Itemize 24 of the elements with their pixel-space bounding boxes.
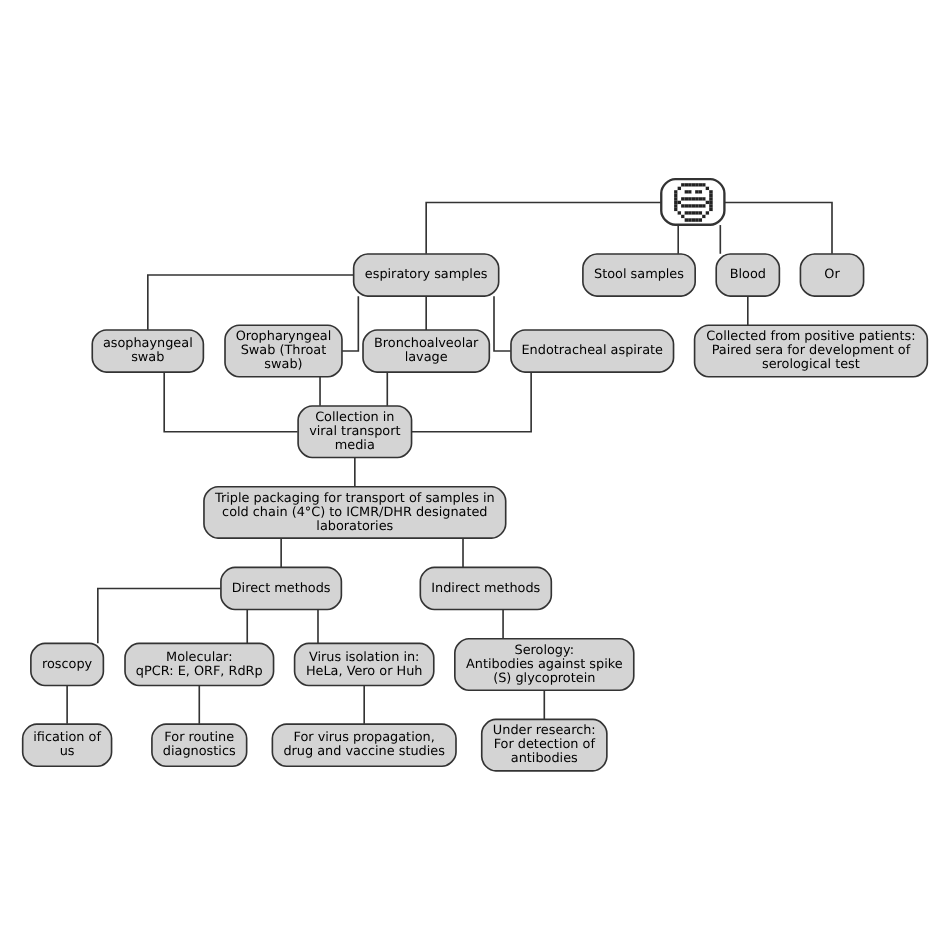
connector — [424, 294, 426, 330]
connector — [197, 683, 200, 724]
connector — [385, 370, 388, 406]
connector — [245, 607, 248, 644]
connector — [722, 200, 832, 254]
connector — [409, 370, 531, 432]
connector — [279, 536, 281, 568]
connector — [718, 223, 721, 254]
connector — [316, 607, 318, 644]
connector — [96, 586, 221, 644]
connector — [65, 683, 67, 724]
connector — [542, 688, 545, 720]
connector — [676, 223, 679, 254]
connector — [362, 683, 364, 724]
connector — [318, 375, 320, 406]
connector — [461, 536, 463, 568]
connector — [353, 455, 355, 487]
connector — [424, 200, 661, 254]
connector — [162, 370, 298, 432]
connector — [146, 273, 354, 330]
connector — [492, 294, 511, 351]
connector — [340, 294, 359, 351]
connector — [745, 294, 748, 325]
connector — [501, 607, 503, 639]
